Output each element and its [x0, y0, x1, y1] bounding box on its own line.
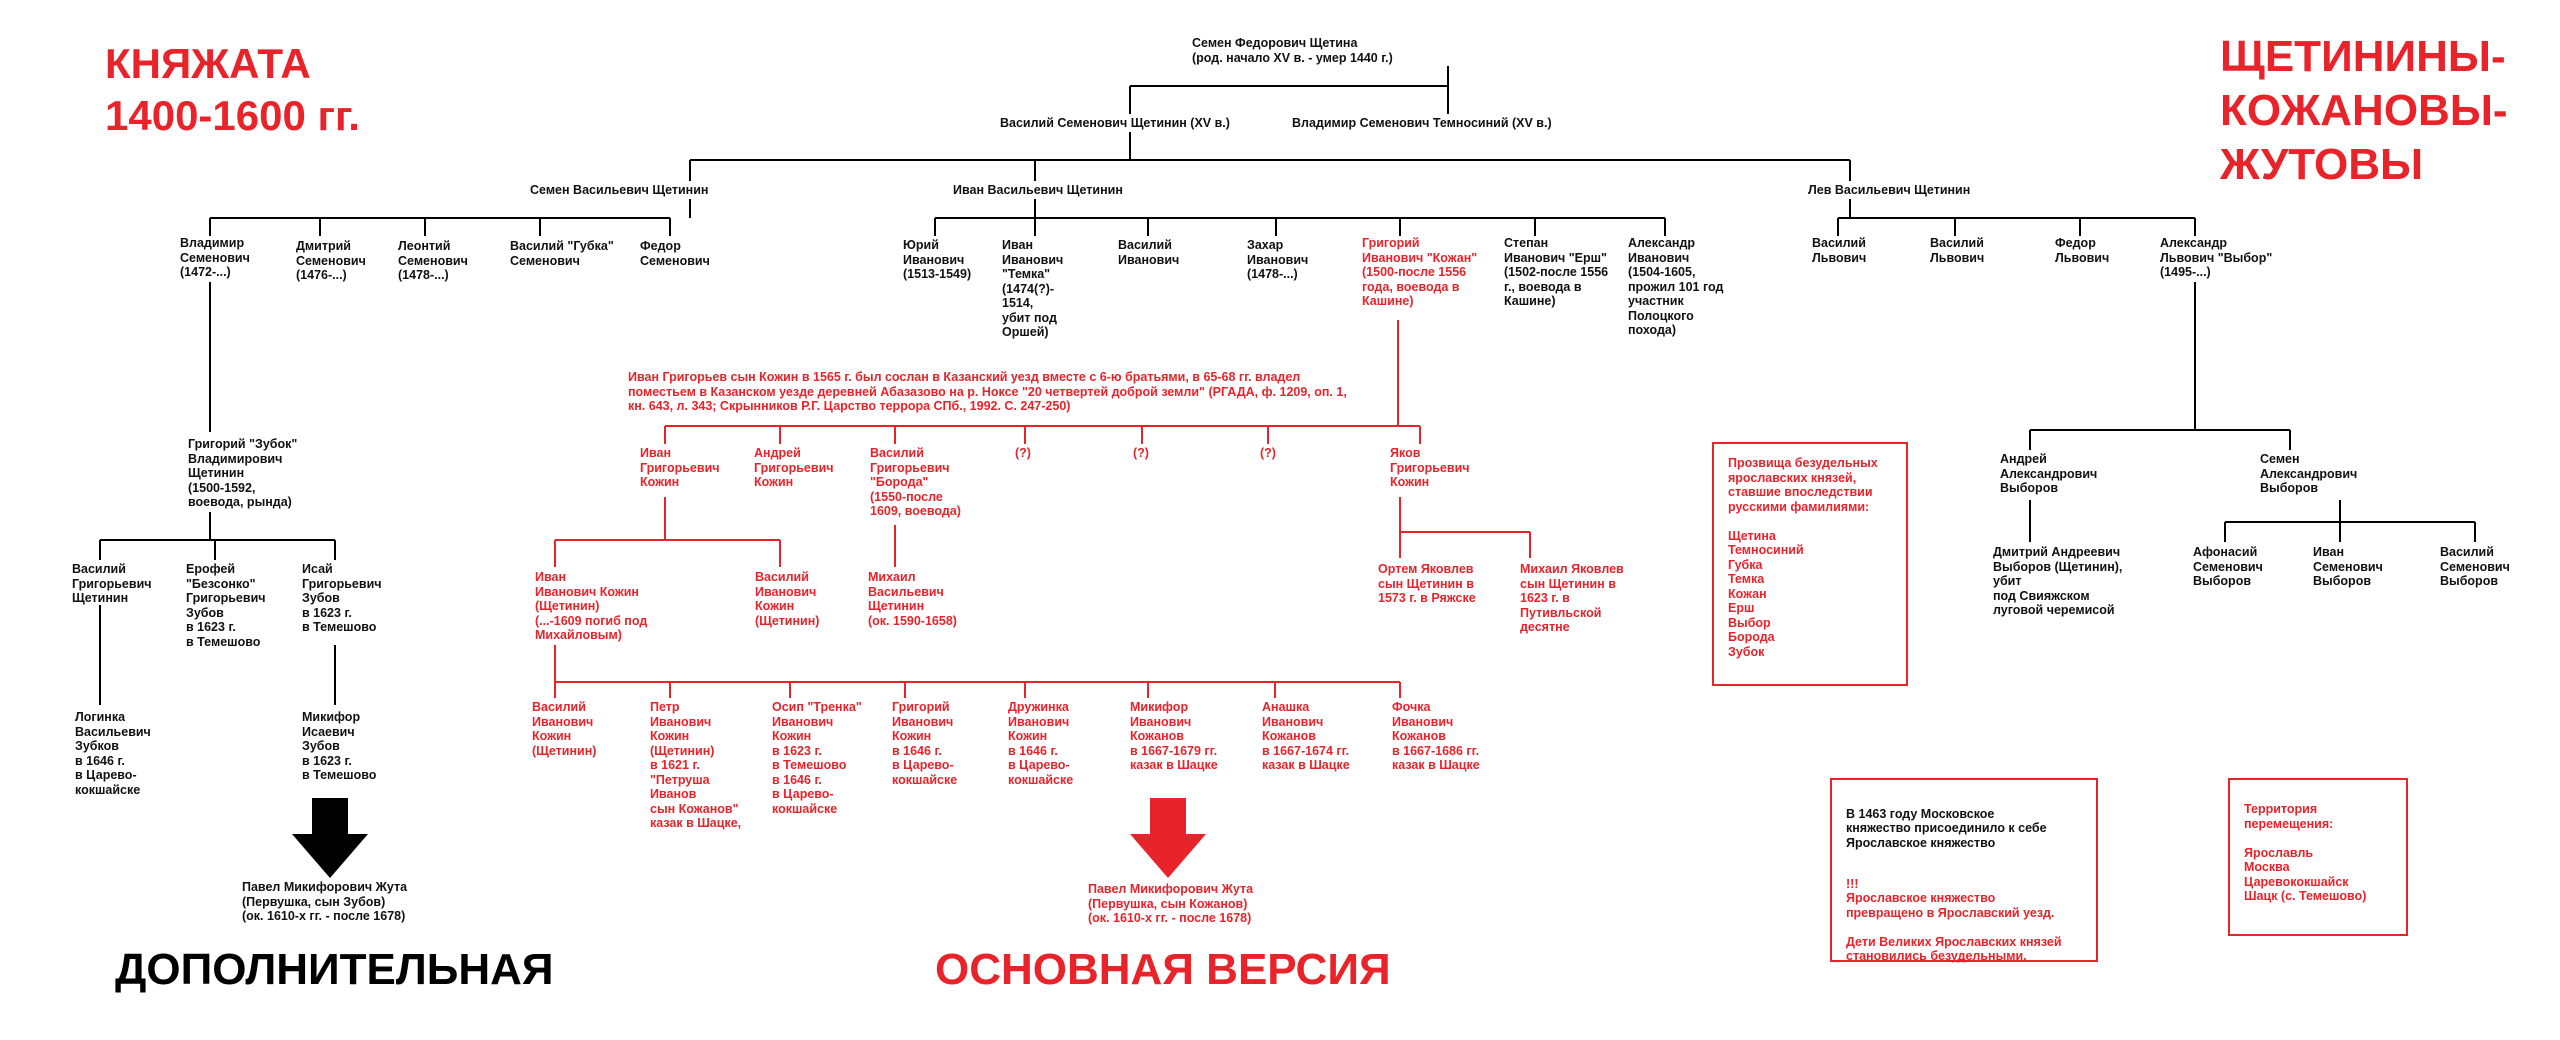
heading-main-version: ОСНОВНАЯ ВЕРСИЯ: [935, 945, 1391, 994]
person-zakhar-ivanovich: Захар Иванович (1478-...): [1247, 238, 1309, 281]
person-leonty-semenovich: Леонтий Семенович (1478-...): [398, 239, 468, 282]
box-territory: Территория перемещения: Ярославль Москва…: [2228, 778, 2408, 936]
person-ortem-yakovlev: Ортем Яковлев сын Щетинин в 1573 г. в Ря…: [1378, 562, 1476, 605]
person-vladimir-semenovich: Владимир Семенович (1472-...): [180, 236, 250, 279]
note-ivan-kozhin-exile: Иван Григорьев сын Кожин в 1565 г. был с…: [628, 370, 1347, 413]
person-lev-vasilievich: Лев Васильевич Щетинин: [1808, 183, 1971, 197]
person-ivan-temka: Иван Иванович "Темка" (1474(?)- 1514, уб…: [1002, 238, 1064, 339]
person-druzhinka: Дружинка Иванович Кожин в 1646 г. в Царе…: [1008, 700, 1074, 787]
person-andrey-grigorievich-kozhin: Андрей Григорьевич Кожин: [754, 446, 834, 489]
person-fedor-semenovich: Федор Семенович: [640, 239, 710, 268]
down-arrow-icon: [292, 798, 368, 878]
person-alexander-vybor: Александр Львович "Выбор" (1495-...): [2160, 236, 2273, 279]
person-stepan-ersh: Степан Иванович "Ерш" (1502-после 1556 г…: [1504, 236, 1609, 308]
person-vasily-grigorievich-shchetinin: Василий Григорьевич Щетинин: [72, 562, 152, 605]
person-anashka: Анашка Иванович Кожанов в 1667-1674 гг. …: [1262, 700, 1350, 772]
box-history-title: В 1463 году Московское княжество присоед…: [1846, 806, 2047, 850]
person-ivan-semenovich: Иван Семенович Выборов: [2313, 545, 2383, 588]
heading-princes: КНЯЖАТА 1400-1600 гг.: [105, 40, 360, 139]
person-semen-alexandrovich: Семен Александрович Выборов: [2260, 452, 2358, 495]
person-isay-grigorievich: Исай Григорьевич Зубов в 1623 г. в Темеш…: [302, 562, 382, 634]
box-nicknames: Прозвища безудельных ярославских князей,…: [1712, 442, 1908, 686]
person-vasily-ivanovich-kozhin-a: Василий Иванович Кожин (Щетинин): [755, 570, 820, 628]
person-erofey-bezsonko: Ерофей "Безсонко" Григорьевич Зубов в 16…: [186, 562, 266, 649]
heading-additional-version: ДОПОЛНИТЕЛЬНАЯ: [115, 945, 554, 994]
person-ivan-vasilievich: Иван Васильевич Щетинин: [953, 183, 1123, 197]
down-arrow-icon: [1130, 798, 1206, 878]
person-pavel-zubov: Павел Микифорович Жута (Первушка, сын Зу…: [242, 880, 408, 923]
box-history: В 1463 году Московское княжество присоед…: [1830, 778, 2098, 964]
person-andrey-alexandrovich: Андрей Александрович Выборов: [2000, 452, 2098, 495]
person-mikifor-isaevich: Микифор Исаевич Зубов в 1623 г. в Темешо…: [302, 710, 377, 782]
person-mikifor-ivanovich: Микифор Иванович Кожанов в 1667-1679 гг.…: [1130, 700, 1218, 772]
person-mikhail-vasilievich: Михаил Васильевич Щетинин (ок. 1590-1658…: [868, 570, 957, 628]
person-petr-ivanovich: Петр Иванович Кожин (Щетинин) в 1621 г. …: [650, 700, 742, 830]
person-grigory-kozhan: Григорий Иванович "Кожан" (1500-после 15…: [1362, 236, 1478, 308]
person-unknown-3: (?): [1260, 446, 1276, 460]
person-vasily-lvovich-2: Василий Львович: [1930, 236, 1985, 265]
person-pavel-kozhanov: Павел Микифорович Жута (Первушка, сын Ко…: [1088, 882, 1254, 925]
person-vladimir-temnosiny: Владимир Семенович Темносиний (XV в.): [1292, 116, 1552, 130]
person-vasily-gubka: Василий "Губка" Семенович: [510, 239, 614, 268]
person-mikhail-yakovlev: Михаил Яковлев сын Щетинин в 1623 г. в П…: [1520, 562, 1624, 634]
person-dmitry-semenovich: Дмитрий Семенович (1476-...): [296, 239, 366, 282]
person-vasily-semenovich-vyborov: Василий Семенович Выборов: [2440, 545, 2510, 588]
person-fedor-lvovich: Федор Львович: [2055, 236, 2110, 265]
person-vasily-semenovich: Василий Семенович Щетинин (XV в.): [1000, 116, 1230, 130]
person-afonasy: Афонасий Семенович Выборов: [2193, 545, 2263, 588]
heading-surnames: ЩЕТИНИНЫ- КОЖАНОВЫ- ЖУТОВЫ: [2220, 32, 2508, 189]
person-grigory-zubok: Григорий "Зубок" Владимирович Щетинин (1…: [188, 437, 298, 509]
person-osip-trenka: Осип "Тренка" Иванович Кожин в 1623 г. в…: [772, 700, 862, 816]
person-semen-vasilievich: Семен Васильевич Щетинин: [530, 183, 709, 197]
person-grigory-ivanovich-kozhin: Григорий Иванович Кожин в 1646 г. в Царе…: [892, 700, 958, 787]
person-unknown-1: (?): [1015, 446, 1031, 460]
person-vasily-ivanovich: Василий Иванович: [1118, 238, 1180, 267]
person-alexander-ivanovich: Александр Иванович (1504-1605, прожил 10…: [1628, 236, 1724, 337]
person-ivan-ivanovich-kozhin: Иван Иванович Кожин (Щетинин) (...-1609 …: [535, 570, 648, 642]
person-loginka: Логинка Васильевич Зубков в 1646 г. в Ца…: [75, 710, 151, 797]
person-vasily-boroda: Василий Григорьевич "Борода" (1550-после…: [870, 446, 961, 518]
box-history-body: !!! Ярославское княжество превращено в Я…: [1846, 876, 2062, 964]
person-dmitry-andreevich: Дмитрий Андреевич Выборов (Щетинин), уби…: [1993, 545, 2123, 617]
person-yury-ivanovich: Юрий Иванович (1513-1549): [903, 238, 972, 281]
person-unknown-2: (?): [1133, 446, 1149, 460]
person-yakov-grigorievich-kozhin: Яков Григорьевич Кожин: [1390, 446, 1470, 489]
person-fochka: Фочка Иванович Кожанов в 1667-1686 гг. к…: [1392, 700, 1480, 772]
person-vasily-ivanovich-kozhin-b: Василий Иванович Кожин (Щетинин): [532, 700, 597, 758]
person-semen-fedorovich: Семен Федорович Щетина (род. начало XV в…: [1192, 36, 1393, 65]
person-vasily-lvovich: Василий Львович: [1812, 236, 1867, 265]
person-ivan-grigorievich-kozhin: Иван Григорьевич Кожин: [640, 446, 720, 489]
